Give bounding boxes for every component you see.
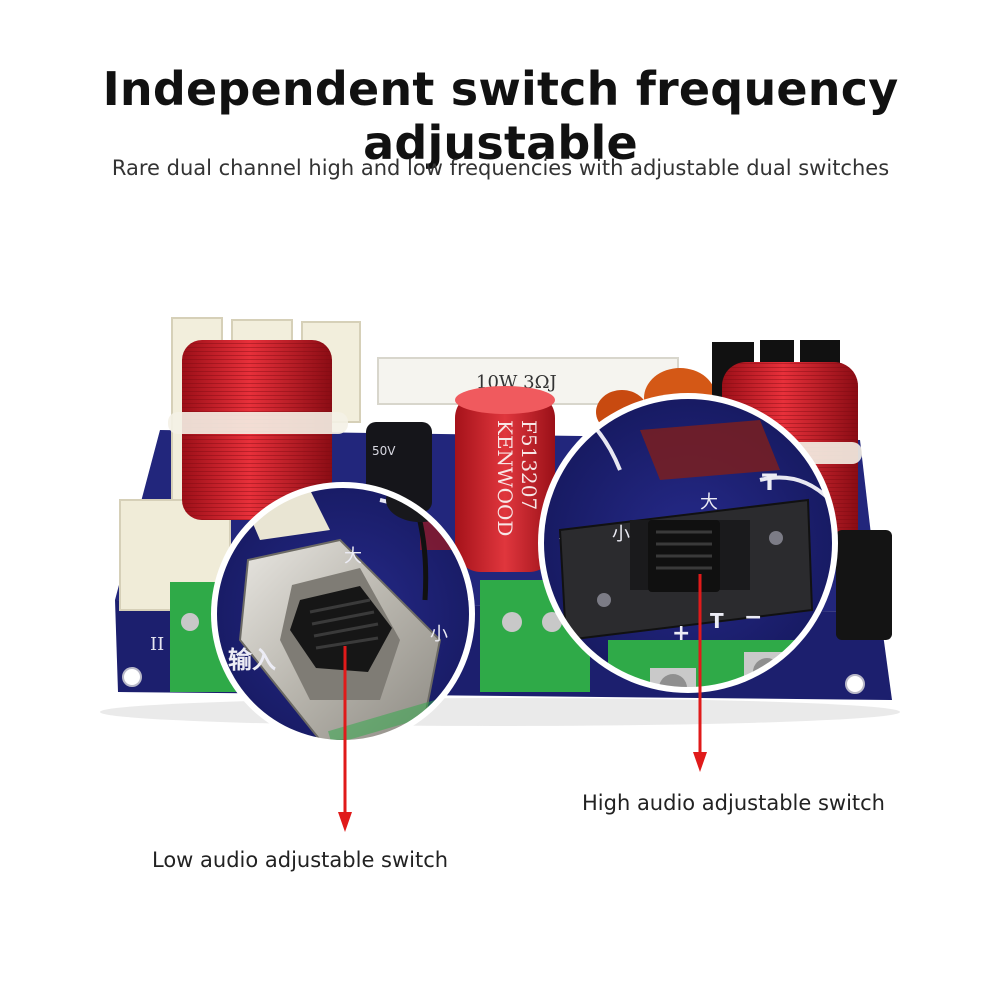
svg-text:−: − — [744, 605, 762, 630]
svg-text:输入: 输入 — [228, 646, 276, 674]
svg-text:+: + — [672, 621, 690, 646]
svg-text:大: 大 — [344, 546, 362, 567]
high-switch-zoom: 小 大 T + T − — [538, 393, 838, 693]
mounting-hole — [845, 674, 865, 694]
svg-text:T: T — [762, 471, 777, 496]
low-switch-arrow — [338, 646, 352, 832]
svg-text:50V: 50V — [372, 444, 396, 458]
mounting-hole — [122, 667, 142, 687]
subheadline: Rare dual channel high and low frequenci… — [111, 156, 890, 180]
low-switch-caption: Low audio adjustable switch — [152, 848, 449, 872]
svg-text:低: 低 — [397, 733, 420, 758]
high-switch-arrow — [693, 574, 707, 772]
headline: Independent switch frequency adjustable — [102, 62, 899, 170]
svg-text:F513207: F513207 — [517, 420, 541, 510]
svg-text:T: T — [710, 609, 724, 633]
svg-text:KENWOOD: KENWOOD — [493, 420, 517, 536]
board-edge-label: II — [150, 634, 164, 655]
board-shadow — [100, 698, 900, 726]
high-slide-switch-knob[interactable] — [648, 520, 720, 592]
left-inductor — [119, 317, 361, 619]
svg-text:小: 小 — [612, 524, 630, 545]
kenwood-capacitor: KENWOOD F513207 — [455, 386, 555, 572]
high-switch-caption: High audio adjustable switch — [582, 791, 885, 815]
low-slide-switch-knob[interactable] — [290, 586, 392, 672]
svg-text:大: 大 — [700, 492, 718, 513]
low-switch-zoom: 输入 大 小 低 — [211, 482, 475, 758]
svg-text:小: 小 — [430, 624, 448, 645]
